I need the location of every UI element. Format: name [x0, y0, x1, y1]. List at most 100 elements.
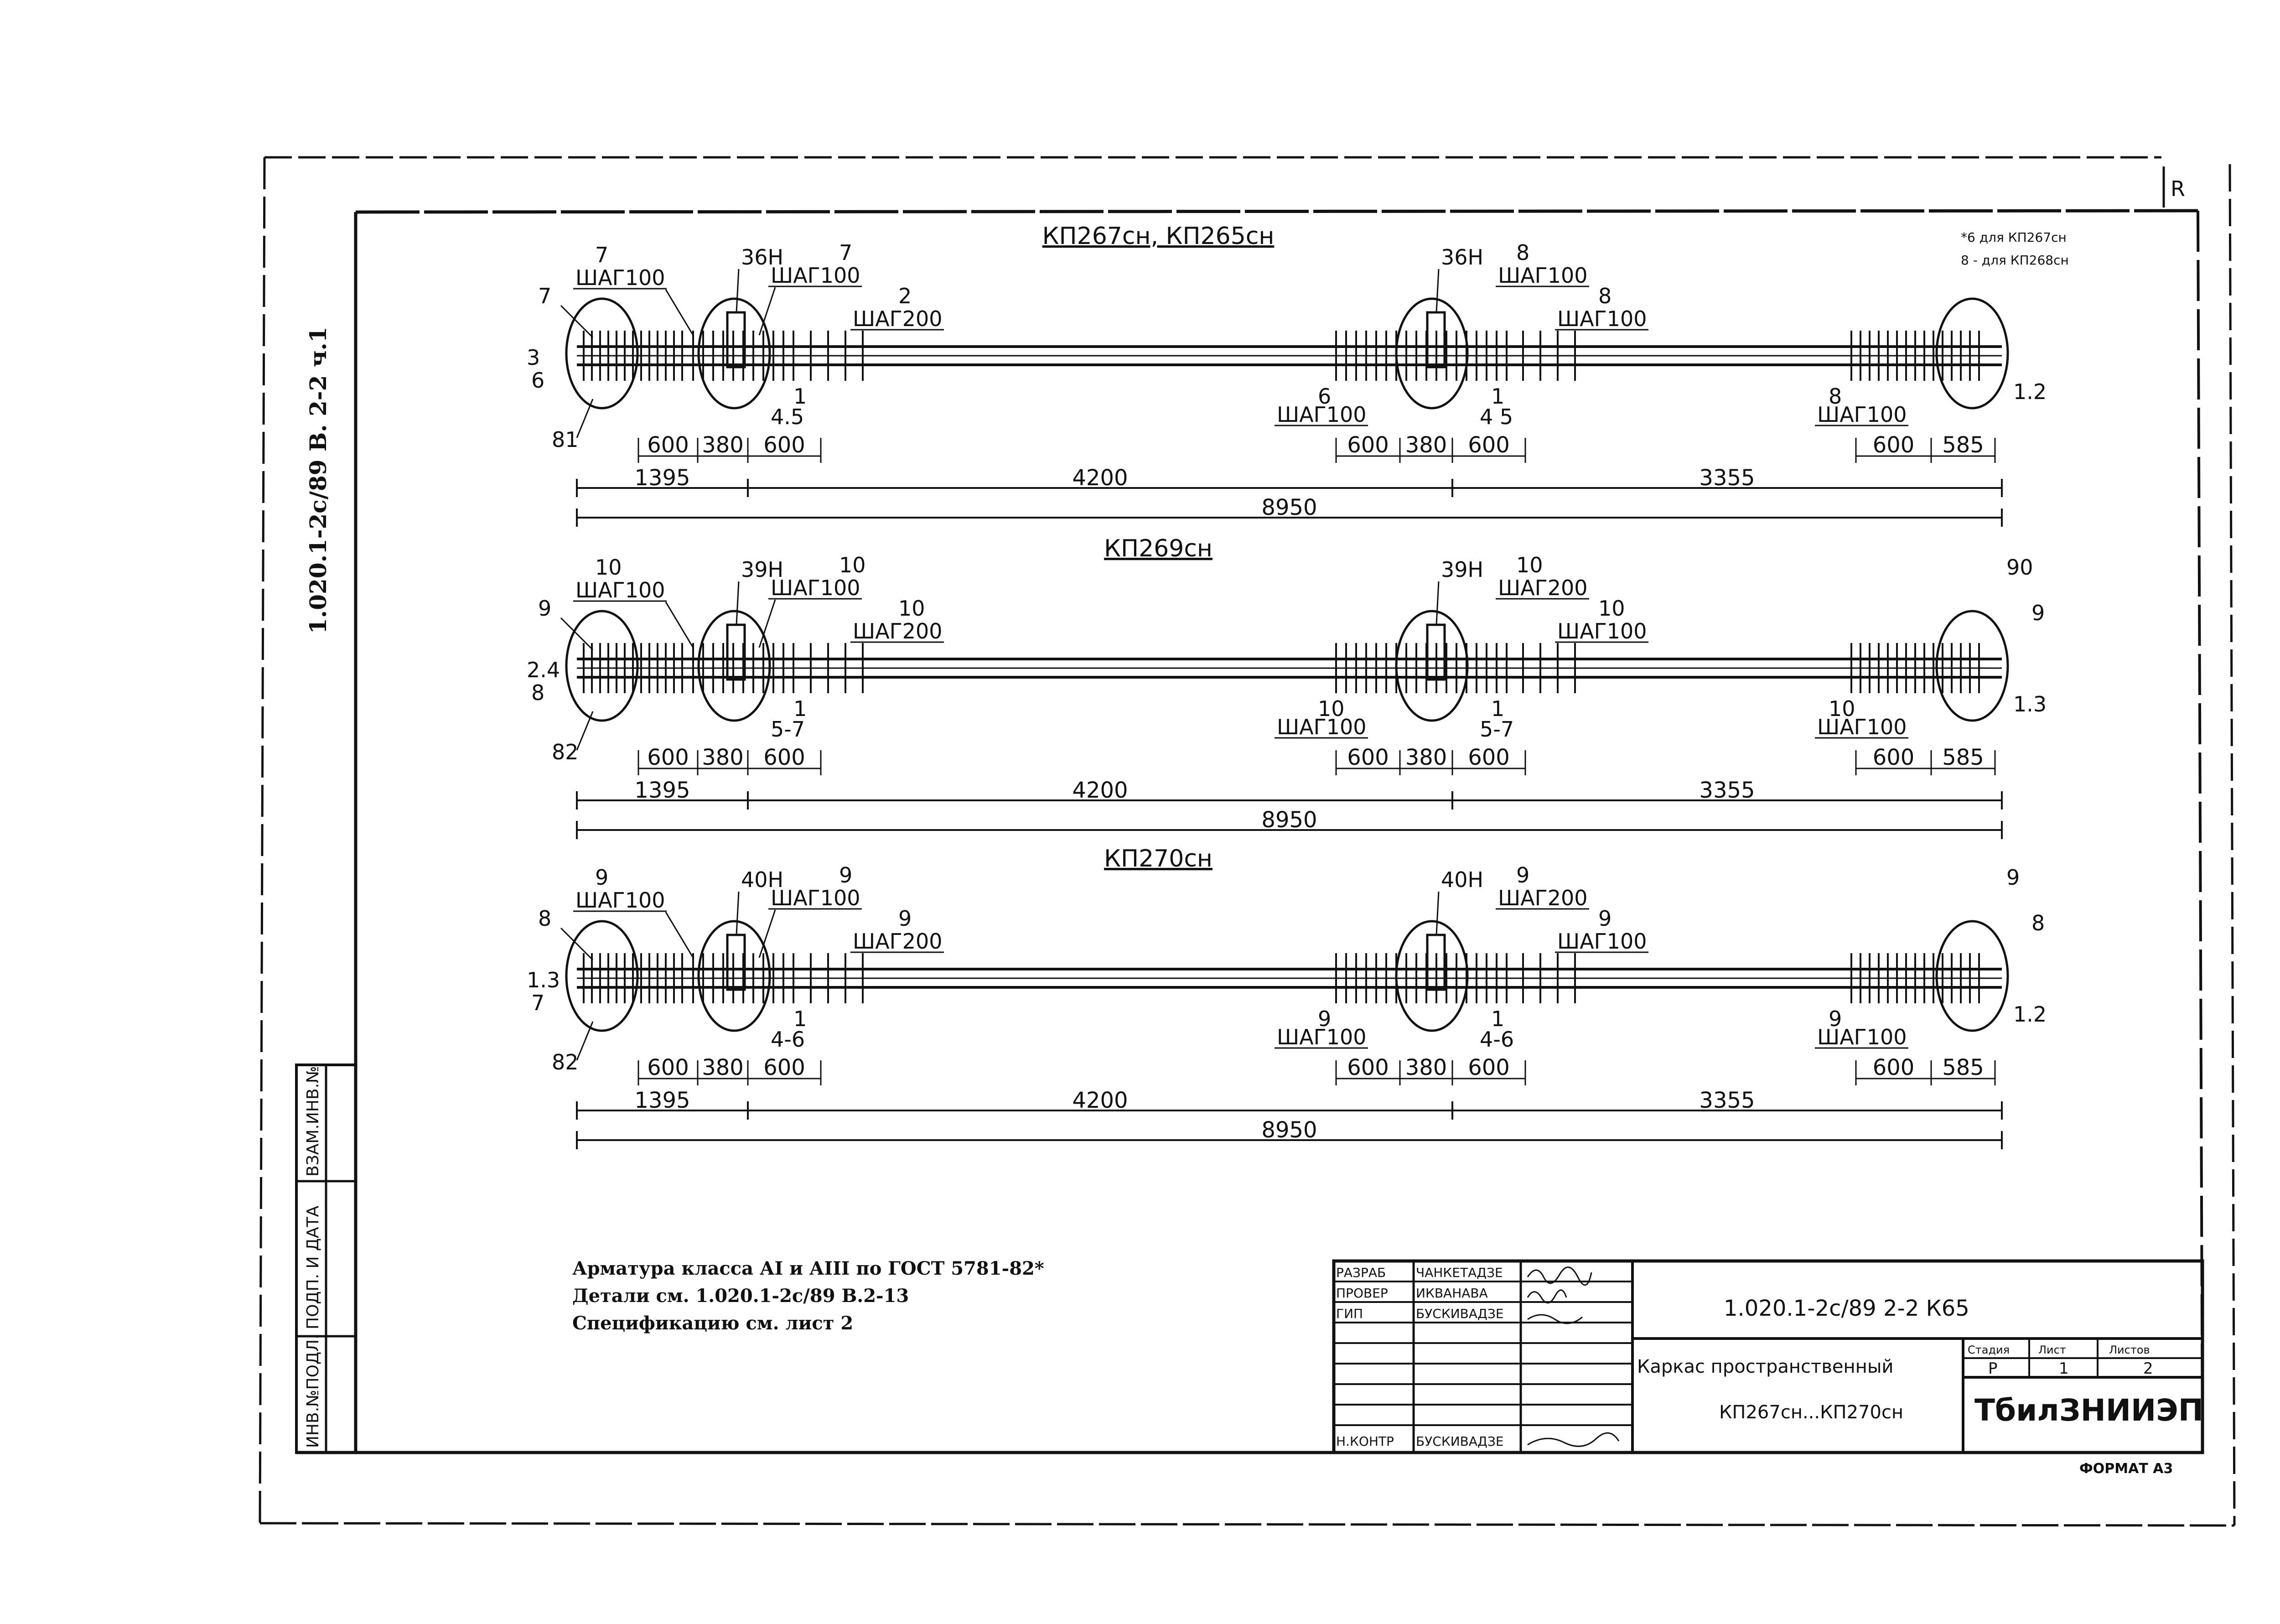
position-number: 4 5	[1480, 405, 1513, 429]
position-number: 10	[1516, 553, 1543, 577]
corner-mark: R	[2171, 176, 2185, 201]
dim-value-small: 600	[763, 432, 805, 458]
sig-name-nkontr: БУСКИВАДЗЕ	[1416, 1434, 1504, 1449]
leader	[560, 617, 594, 651]
val-sheets: 2	[2143, 1359, 2153, 1378]
step-label: ШАГ200	[853, 619, 943, 643]
position-number: 10	[1829, 696, 1855, 721]
object-name-1: Каркас пространственный	[1637, 1356, 1893, 1377]
bar-callout: 6	[531, 368, 544, 393]
step-label: ШАГ100	[575, 578, 665, 602]
sig-role-prover: ПРОВЕР	[1336, 1286, 1388, 1301]
leader	[576, 1021, 594, 1061]
step-label: ШАГ100	[1817, 715, 1907, 739]
note-reinforcement: Арматура класса АI и АIII по ГОСТ 5781-8…	[572, 1258, 1044, 1279]
support-left-inner-section	[697, 297, 771, 410]
val-stage: Р	[1988, 1359, 1998, 1378]
position-number: 1	[1491, 384, 1504, 409]
bar-callout: 1.2	[2013, 1002, 2047, 1027]
support-left-inner-section	[697, 610, 771, 722]
mesh-leader	[1435, 581, 1440, 625]
sig-name-gip: БУСКИВАДЗЕ	[1416, 1306, 1504, 1321]
object-name-2: КП267сн...КП270сн	[1719, 1402, 1903, 1423]
position-number: 10	[1318, 696, 1345, 721]
leader	[665, 602, 694, 648]
step-label: ШАГ100	[1557, 306, 1647, 331]
dim-value-small: 600	[1468, 745, 1510, 770]
dim-value-small: 600	[763, 745, 805, 770]
dim-value-small: 380	[1405, 1055, 1447, 1080]
step-label: ШАГ100	[771, 576, 860, 600]
sheet-code-vertical: 1.020.1-2с/89 В. 2-2 ч.1	[305, 327, 332, 634]
support-left-inner-section	[697, 920, 771, 1032]
side-stamp: ИНВ.№ПОДЛ. ПОДП. И ДАТА ВЗАМ.ИНВ.№	[295, 1064, 357, 1454]
position-number: 10	[839, 553, 866, 577]
outer-border	[259, 156, 2236, 1527]
bar-callout: 1.2	[2013, 379, 2047, 404]
position-number: 4-6	[771, 1027, 805, 1052]
bar-callout: 8	[531, 680, 544, 705]
mesh-left	[726, 934, 746, 991]
dim-value-small: 585	[1942, 745, 1984, 770]
frame-title: КП269сн	[1104, 535, 1213, 562]
dim-value-main: 3355	[1699, 778, 1755, 803]
mesh-leader	[736, 581, 740, 625]
bar-callout: 7	[531, 991, 544, 1015]
dim-value-main: 1395	[634, 1088, 690, 1113]
dim-value-small: 600	[763, 1055, 805, 1080]
doc-code: 1.020.1-2с/89 2-2 К65	[1724, 1296, 1969, 1321]
position-number: 10	[595, 555, 622, 580]
bar-callout: 8	[2031, 911, 2045, 935]
dim-value-small: 600	[1347, 1055, 1389, 1080]
dim-value-small: 600	[647, 1055, 689, 1080]
leader	[665, 289, 694, 336]
dim-value-small: 585	[1942, 432, 1984, 458]
position-number: 10	[1598, 596, 1625, 621]
bar-callout: 3	[527, 345, 540, 370]
mesh-tag-mid: 39Н	[1441, 557, 1483, 582]
position-number: 9	[1516, 863, 1529, 887]
mesh-mid	[1426, 311, 1446, 368]
position-number: 9	[1598, 906, 1612, 931]
general-notes: Арматура класса АI и АIII по ГОСТ 5781-8…	[572, 1258, 1044, 1334]
dim-value-small: 380	[1405, 432, 1447, 458]
dim-value-total: 8950	[1261, 495, 1317, 520]
signature-scribble	[1527, 1266, 1620, 1447]
step-label: ШАГ100	[1277, 402, 1367, 427]
bar-callout: 2.4	[527, 658, 560, 682]
mesh-left	[726, 623, 746, 681]
mesh-mid	[1426, 623, 1446, 681]
support-right-section	[1935, 920, 2009, 1032]
note-specification: Спецификацию см. лист 2	[572, 1313, 853, 1334]
dim-value-small: 600	[647, 432, 689, 458]
side-stamp-vzam-inv: ВЗАМ.ИНВ.№	[304, 1066, 322, 1177]
organization: ТбилЗНИИЭП	[1974, 1393, 2203, 1428]
step-label: ШАГ100	[1817, 1025, 1907, 1049]
position-number: 1	[1491, 1007, 1504, 1031]
support-left-section	[565, 920, 639, 1032]
position-number: 8	[1516, 240, 1529, 265]
leader	[758, 909, 776, 958]
step-label: ШАГ100	[1557, 619, 1647, 643]
position-number: 9	[595, 865, 608, 890]
mesh-tag-left: 36Н	[741, 245, 783, 270]
dim-value-small: 600	[1468, 1055, 1510, 1080]
leader	[758, 287, 776, 336]
step-label: ШАГ200	[1498, 576, 1588, 600]
leader	[576, 399, 594, 438]
step-label: ШАГ100	[1498, 263, 1588, 288]
dim-value-main: 3355	[1699, 1088, 1755, 1113]
dim-value-small: 600	[1468, 432, 1510, 458]
support-right-section	[1935, 297, 2009, 410]
position-number: 8	[1829, 384, 1842, 409]
dim-value-small: 600	[647, 745, 689, 770]
mesh-leader	[1435, 269, 1440, 313]
sig-role-nkontr: Н.КОНТР	[1336, 1434, 1394, 1449]
dim-value-main: 4200	[1072, 778, 1128, 803]
position-number: 5-7	[1480, 717, 1514, 742]
bar-callout: 7	[538, 284, 551, 308]
position-number: 9	[1318, 1007, 1331, 1031]
